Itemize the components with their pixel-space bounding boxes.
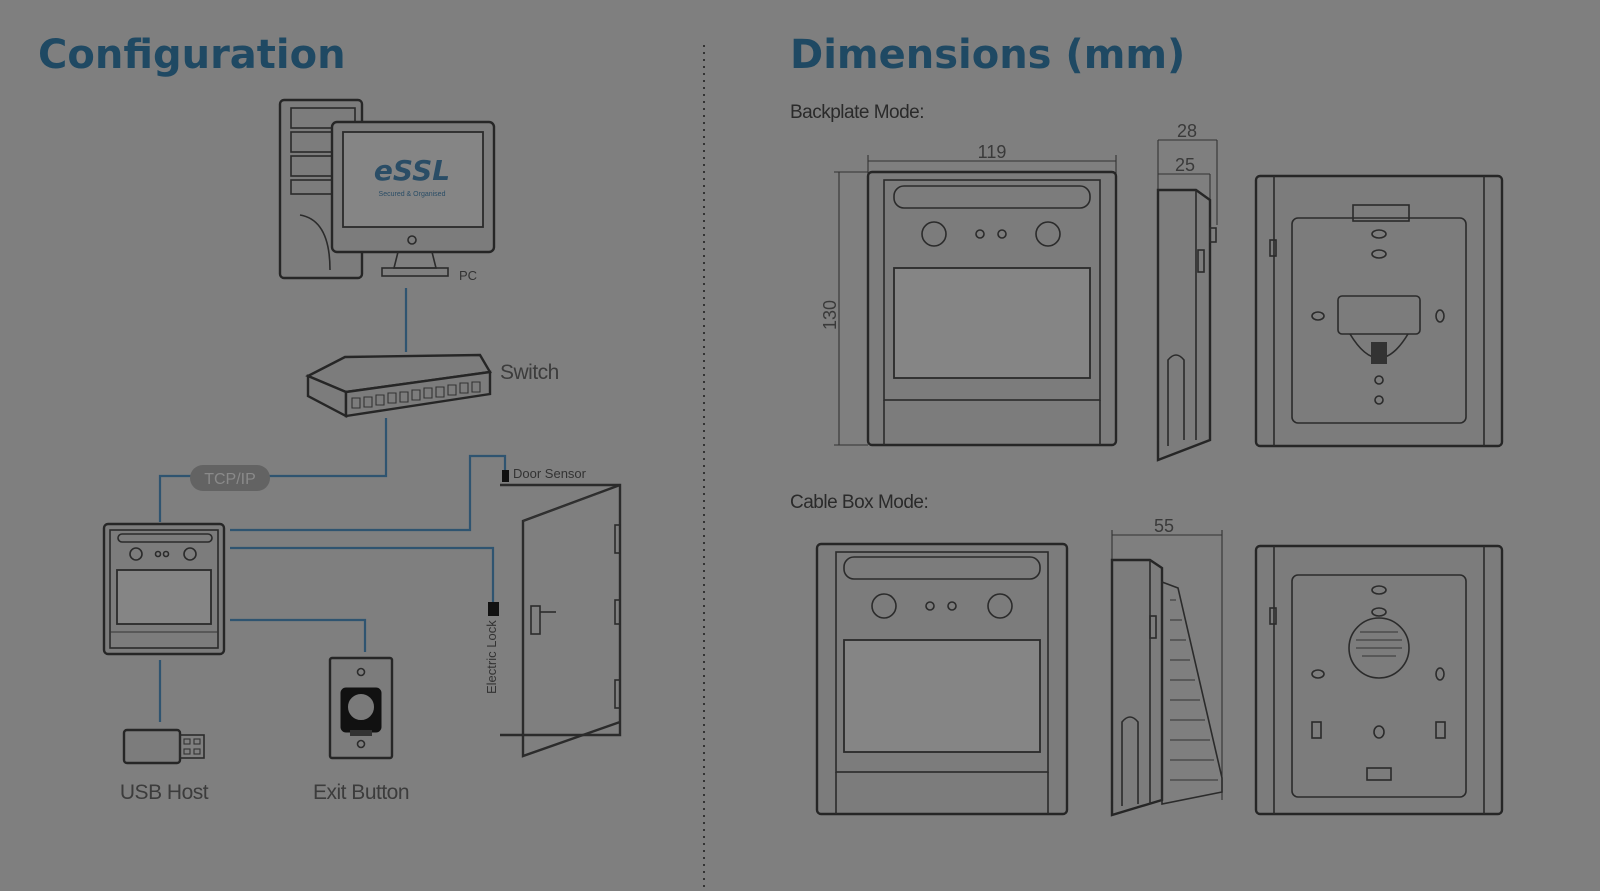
- usb-drive-icon: [122, 728, 205, 765]
- backplate-front-view: [834, 155, 1118, 447]
- backplate-mode-label: Backplate Mode:: [790, 102, 924, 123]
- cablebox-side-view: [1110, 530, 1223, 817]
- switch-terminal-cable: [158, 418, 388, 522]
- door-sensor-icon: [502, 470, 509, 482]
- door-sensor-label: Door Sensor: [513, 466, 587, 481]
- exit-button-icon: [328, 656, 394, 760]
- cablebox-depth-value: 55: [1154, 516, 1174, 536]
- tcp-ip-label: TCP/IP: [204, 471, 256, 488]
- backplate-depth-inner-value: 25: [1175, 155, 1195, 175]
- door-sensor-cable: [230, 454, 507, 532]
- monitor-tagline: Secured & Organised: [379, 191, 446, 198]
- electric-lock-cable: [230, 546, 495, 602]
- backplate-width-value: 119: [978, 142, 1007, 162]
- door-icon: [500, 483, 622, 758]
- usb-host-label: USB Host: [120, 781, 209, 804]
- exit-button-cable: [230, 618, 367, 652]
- backplate-height-value: 130: [820, 300, 840, 330]
- tcp-ip-badge: [190, 465, 270, 491]
- configuration-title: Configuration: [38, 32, 346, 78]
- backplate-side-view: [1156, 139, 1218, 462]
- network-switch-icon: [305, 353, 492, 418]
- pc-icon: eSSL Secured & Organised: [278, 98, 496, 280]
- switch-label: Switch: [500, 361, 559, 384]
- backplate-rear-view: [1254, 174, 1504, 448]
- cable-box-mode-label: Cable Box Mode:: [790, 492, 928, 513]
- cablebox-rear-view: [1254, 544, 1504, 816]
- exit-button-label: Exit Button: [313, 781, 409, 804]
- pc-label: PC: [459, 268, 477, 283]
- monitor-brand: eSSL: [374, 154, 450, 187]
- backplate-depth-outer-value: 28: [1177, 121, 1197, 141]
- electric-lock-icon: [488, 602, 499, 616]
- access-terminal-icon: [102, 522, 226, 656]
- electric-lock-label: Electric Lock: [484, 620, 499, 694]
- dimensions-title: Dimensions (mm): [790, 32, 1185, 78]
- cablebox-front-view: [815, 542, 1069, 816]
